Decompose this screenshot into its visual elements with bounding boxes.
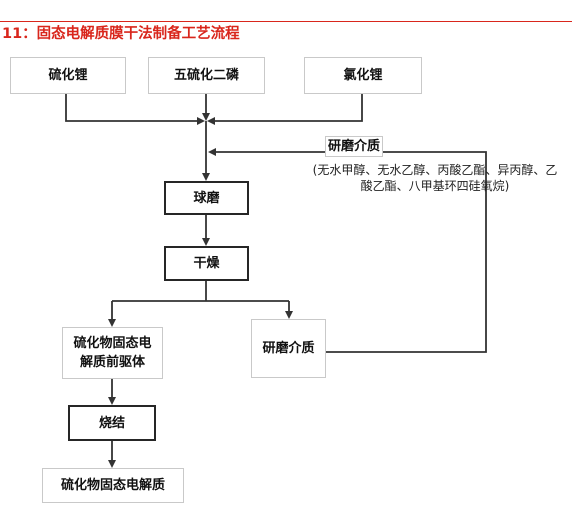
arrowhead-grinding-media (285, 311, 293, 319)
grinding-media-note: (无水甲醇、无水乙醇、丙酸乙酯、异丙醇、乙酸乙酯、八甲基环四硅氧烷) (312, 163, 558, 193)
node-lithium-sulfide-label: 硫化锂 (48, 68, 88, 83)
node-grinding-media-input-label: 研磨介质 (327, 139, 380, 154)
figure-title: 11：固态电解质膜干法制备工艺流程 (2, 26, 240, 42)
arrowhead-sintering (108, 397, 116, 405)
arrowhead-phosphorus-pentasulfide (202, 113, 210, 121)
node-ball-milling: 球磨 (164, 181, 249, 215)
node-phosphorus-pentasulfide-label: 五硫化二磷 (173, 68, 239, 83)
arrowhead-drying (202, 238, 210, 246)
arrowhead-product (108, 460, 116, 468)
node-precursor: 硫化物固态电解质前驱体 (62, 327, 163, 379)
node-lithium-sulfide: 硫化锂 (10, 57, 126, 94)
arrowhead-lithium-chloride (207, 117, 215, 125)
node-lithium-chloride: 氯化锂 (304, 57, 422, 94)
title-rule (0, 21, 572, 22)
node-lithium-chloride-label: 氯化锂 (343, 68, 383, 83)
node-grinding-media-separated: 研磨介质 (251, 319, 326, 378)
node-phosphorus-pentasulfide: 五硫化二磷 (148, 57, 265, 94)
node-product: 硫化物固态电解质 (42, 468, 184, 503)
node-drying-label: 干燥 (193, 256, 220, 271)
node-sintering: 烧结 (68, 405, 156, 441)
connector-lithium-chloride (215, 94, 363, 122)
node-ball-milling-label: 球磨 (193, 190, 220, 206)
node-grinding-media-input: 研磨介质 (325, 136, 383, 157)
node-drying: 干燥 (164, 246, 249, 281)
arrowhead-precursor (108, 319, 116, 327)
connector-lithium-sulfide (65, 94, 198, 122)
arrowhead-grinding-media-recycle (208, 148, 216, 156)
node-product-label: 硫化物固态电解质 (60, 478, 165, 493)
node-grinding-media-separated-label: 研磨介质 (262, 341, 315, 356)
node-precursor-label: 硫化物固态电解质前驱体 (73, 336, 152, 370)
node-sintering-label: 烧结 (98, 415, 125, 431)
arrowhead-ball-milling (202, 173, 210, 181)
arrowhead-lithium-sulfide (197, 117, 205, 125)
